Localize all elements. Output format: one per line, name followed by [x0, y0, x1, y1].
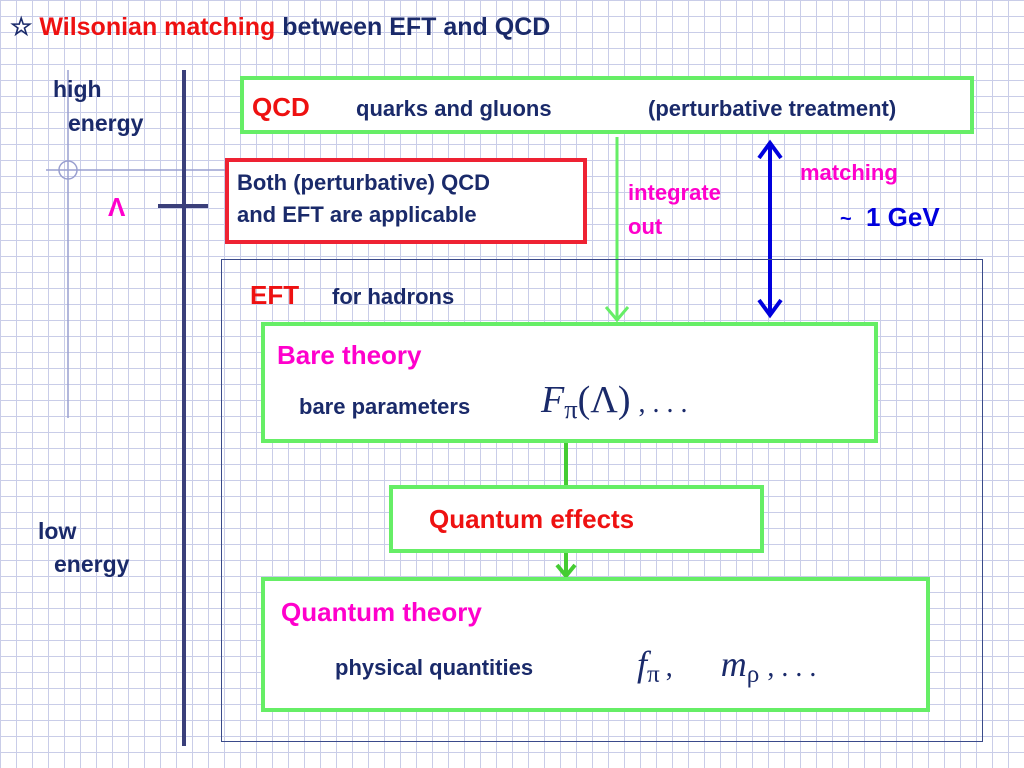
cutoff-lambda: Λ	[108, 192, 126, 222]
qcd-note: (perturbative treatment)	[648, 96, 897, 121]
high-label: high	[53, 76, 102, 102]
out-label: out	[628, 214, 663, 239]
title-rest: between EFT and QCD	[275, 13, 551, 41]
quantum-theory-title: Quantum theory	[281, 597, 482, 627]
low-energy-label: energy	[54, 551, 130, 577]
quantum-formula-m: m	[720, 644, 747, 684]
matching-label: matching	[800, 160, 898, 185]
bare-parameters-label: bare parameters	[299, 394, 471, 419]
low-label: low	[38, 518, 77, 544]
bare-formula-F: F	[541, 379, 565, 421]
matching-scale: 1 GeV	[866, 202, 940, 232]
qcd-description: quarks and gluons	[356, 96, 552, 121]
integrate-label: integrate	[628, 180, 721, 205]
bare-formula-pi: π	[564, 394, 578, 424]
title-highlight: Wilsonian matching	[39, 13, 276, 41]
quantum-formula-comma: ,	[665, 652, 673, 683]
qcd-label: QCD	[252, 92, 310, 122]
matching-arrowhead-bottom	[757, 298, 783, 319]
bare-formula-rest: , . . .	[638, 388, 688, 419]
bare-formula: Fπ(Λ), . . .	[541, 378, 688, 425]
high-energy-label: energy	[68, 110, 144, 136]
both-applicable-box: Both (perturbative) QCD and EFT are appl…	[225, 158, 587, 244]
quantum-theory-box: Quantum theory physical quantities fπ, mρ…	[261, 577, 930, 712]
slide-title: ☆ Wilsonian matching between EFT and QCD	[10, 12, 550, 42]
physical-quantities-label: physical quantities	[335, 655, 534, 680]
integrate-out-arrowhead	[604, 306, 630, 323]
bare-formula-lambda: (Λ)	[577, 379, 631, 421]
bare-theory-box: Bare theory bare parameters Fπ(Λ), . . .	[261, 322, 878, 443]
quantum-formula-f: f	[637, 644, 648, 684]
quantum-formula-rest: , . . .	[767, 652, 817, 683]
bare-theory-title: Bare theory	[277, 340, 422, 370]
effects-to-quantum-arrowhead	[555, 563, 577, 580]
qcd-box: QCD quarks and gluons (perturbative trea…	[240, 76, 974, 134]
reference-line-origin	[58, 160, 78, 180]
quantum-formula-rho: ρ	[746, 661, 760, 688]
quantum-formula-pi: π	[647, 661, 660, 688]
star-icon: ☆	[10, 13, 33, 41]
both-line2: and EFT are applicable	[237, 202, 477, 227]
eft-box: EFT for hadrons	[221, 259, 983, 742]
both-line1: Both (perturbative) QCD	[237, 170, 490, 195]
quantum-effects-label: Quantum effects	[429, 504, 635, 534]
eft-label: EFT	[250, 280, 300, 310]
eft-description: for hadrons	[332, 284, 455, 309]
matching-arrowhead-top	[757, 139, 783, 160]
matching-tilde: ~	[840, 208, 852, 230]
quantum-formula: fπ, mρ , . . .	[637, 643, 816, 689]
quantum-effects-box: Quantum effects	[389, 485, 764, 553]
